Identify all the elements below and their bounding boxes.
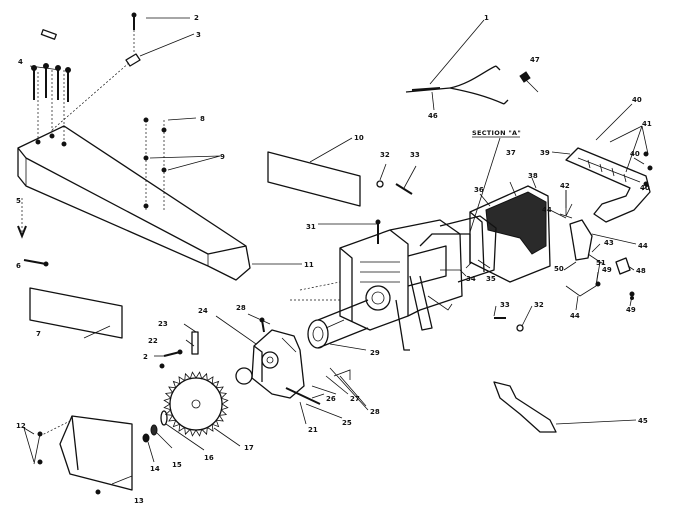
callout-28: 28 bbox=[236, 304, 246, 312]
callout-4: 4 bbox=[18, 58, 23, 66]
callout-32: 32 bbox=[534, 301, 544, 309]
callout-41: 41 bbox=[642, 120, 652, 128]
blade-hardware bbox=[142, 410, 168, 443]
callout-3: 3 bbox=[196, 31, 201, 39]
blade-guard bbox=[235, 329, 321, 405]
arm-side-parts bbox=[17, 196, 49, 267]
callout-49: 49 bbox=[626, 306, 636, 314]
callout-9: 9 bbox=[220, 153, 225, 161]
small-fasteners bbox=[376, 180, 634, 332]
callout-8: 8 bbox=[200, 115, 205, 123]
callout-29: 29 bbox=[370, 349, 380, 357]
callout-6: 6 bbox=[16, 262, 21, 270]
callout-33: 33 bbox=[410, 151, 420, 159]
callout-49: 49 bbox=[602, 266, 612, 274]
callout-34: 34 bbox=[466, 275, 476, 283]
callout-31: 31 bbox=[306, 223, 316, 231]
callout-2: 2 bbox=[194, 14, 199, 22]
callout-15: 15 bbox=[172, 461, 182, 469]
callout-44: 44 bbox=[542, 206, 552, 214]
callout-12: 12 bbox=[16, 422, 26, 430]
callout-51: 51 bbox=[596, 259, 606, 267]
section-a-switch-box bbox=[439, 185, 551, 283]
arbor-shaft bbox=[307, 299, 369, 349]
motor-yoke-assembly bbox=[290, 219, 471, 351]
leader-lines bbox=[23, 17, 649, 485]
part-28-hardware bbox=[259, 317, 351, 380]
yoke-handle bbox=[565, 147, 653, 223]
callout-28: 28 bbox=[370, 408, 380, 416]
power-cord bbox=[405, 65, 531, 105]
callout-44: 44 bbox=[570, 312, 580, 320]
callout-40: 40 bbox=[640, 184, 650, 192]
callout-36: 36 bbox=[474, 186, 484, 194]
callout-labels: 1 2 2 3 4 5 6 7 8 9 10 11 12 13 14 15 16… bbox=[16, 14, 652, 505]
callout-21: 21 bbox=[308, 426, 318, 434]
callout-16: 16 bbox=[204, 454, 214, 462]
callout-40: 40 bbox=[632, 96, 642, 104]
callout-23: 23 bbox=[158, 320, 168, 328]
callout-47: 47 bbox=[530, 56, 540, 64]
saw-blade bbox=[163, 371, 229, 437]
callout-22: 22 bbox=[148, 337, 158, 345]
saw-blade-teeth bbox=[163, 371, 229, 437]
callout-24: 24 bbox=[198, 307, 208, 315]
callout-45: 45 bbox=[638, 417, 648, 425]
callout-27: 27 bbox=[350, 395, 360, 403]
callout-43: 43 bbox=[604, 239, 614, 247]
callout-33: 33 bbox=[500, 301, 510, 309]
callout-25: 25 bbox=[342, 419, 352, 427]
callout-17: 17 bbox=[244, 444, 254, 452]
callout-7: 7 bbox=[36, 330, 41, 338]
arm-screws bbox=[31, 63, 71, 102]
callout-13: 13 bbox=[134, 497, 144, 505]
callout-38: 38 bbox=[528, 172, 538, 180]
callout-11: 11 bbox=[304, 261, 314, 269]
callout-32: 32 bbox=[380, 151, 390, 159]
callout-42: 42 bbox=[560, 182, 570, 190]
collar-pins bbox=[159, 331, 199, 369]
callout-37: 37 bbox=[506, 149, 516, 157]
callout-14: 14 bbox=[150, 465, 160, 473]
callout-2: 2 bbox=[143, 353, 148, 361]
lower-guard bbox=[33, 415, 133, 495]
callout-10: 10 bbox=[354, 134, 364, 142]
rip-bracket bbox=[493, 381, 557, 433]
arm-clamp-screws bbox=[143, 117, 167, 210]
callout-39: 39 bbox=[540, 149, 550, 157]
radial-arm bbox=[17, 61, 251, 281]
section-a-label: SECTION "A" bbox=[472, 129, 521, 137]
callout-1: 1 bbox=[484, 14, 489, 22]
callout-46: 46 bbox=[428, 112, 438, 120]
callout-40: 40 bbox=[630, 150, 640, 158]
callout-48: 48 bbox=[636, 267, 646, 275]
callout-35: 35 bbox=[486, 275, 496, 283]
callout-26: 26 bbox=[326, 395, 336, 403]
callout-50: 50 bbox=[554, 265, 564, 273]
warning-labels bbox=[29, 151, 361, 339]
callout-5: 5 bbox=[16, 197, 21, 205]
callout-44: 44 bbox=[638, 242, 648, 250]
small-pin-parts-top bbox=[40, 12, 141, 67]
